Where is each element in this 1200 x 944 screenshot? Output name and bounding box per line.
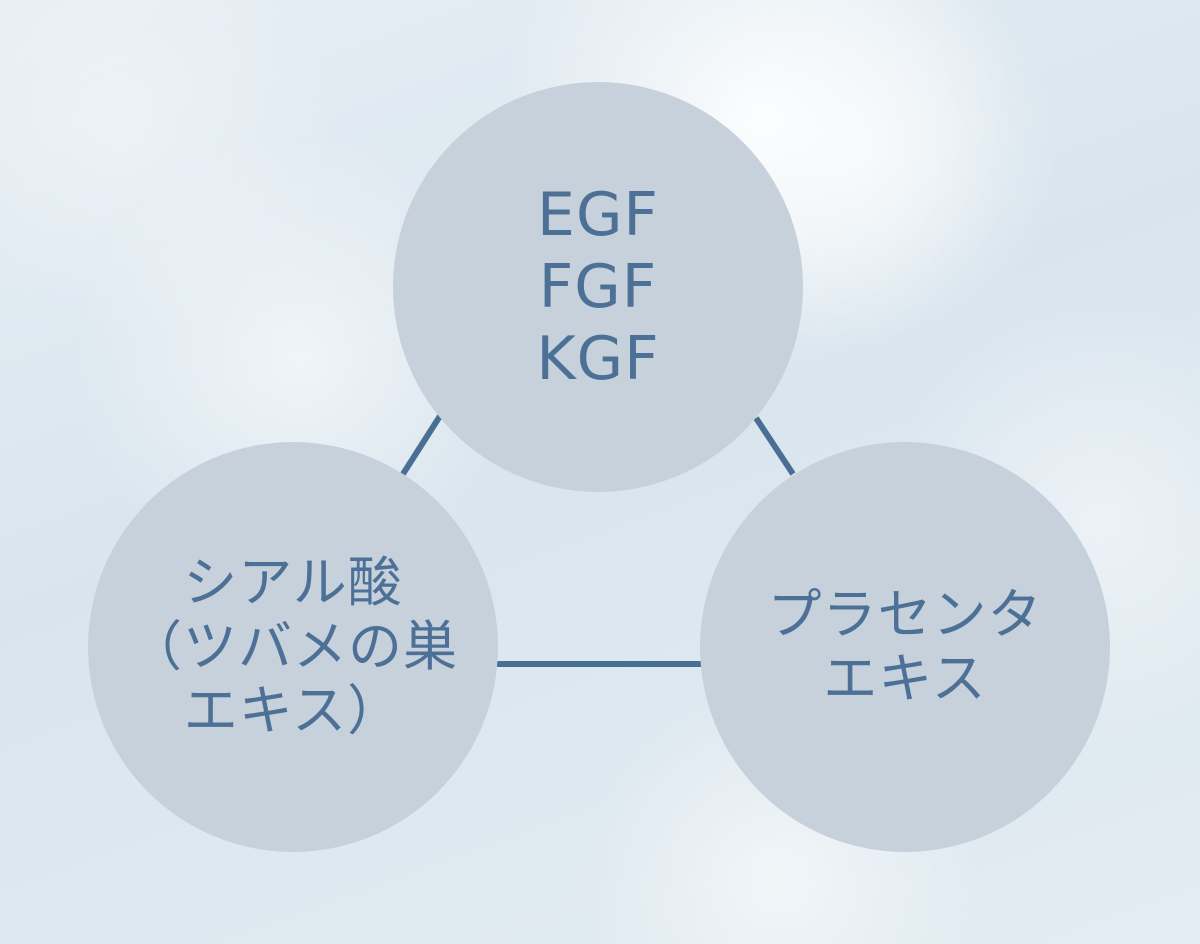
node-sialic-acid-line-2: （ツバメの巣 — [128, 615, 458, 678]
connector-top-right — [753, 416, 796, 476]
node-sialic-acid-line-3: エキス） — [183, 679, 403, 742]
node-growth-factors-line-2: FGF — [538, 252, 658, 322]
node-sialic-acid-line-1: シアル酸 — [183, 551, 403, 614]
connector-top-left — [400, 414, 443, 476]
node-placenta-line-1: プラセンタ — [767, 583, 1043, 646]
node-growth-factors-line-1: EGF — [537, 180, 659, 250]
node-sialic-acid: シアル酸 （ツバメの巣 エキス） — [88, 442, 498, 852]
node-growth-factors: EGF FGF KGF — [393, 82, 803, 492]
node-placenta: プラセンタ エキス — [700, 442, 1110, 852]
node-placenta-line-2: エキス — [823, 647, 987, 710]
node-growth-factors-line-3: KGF — [536, 324, 660, 394]
